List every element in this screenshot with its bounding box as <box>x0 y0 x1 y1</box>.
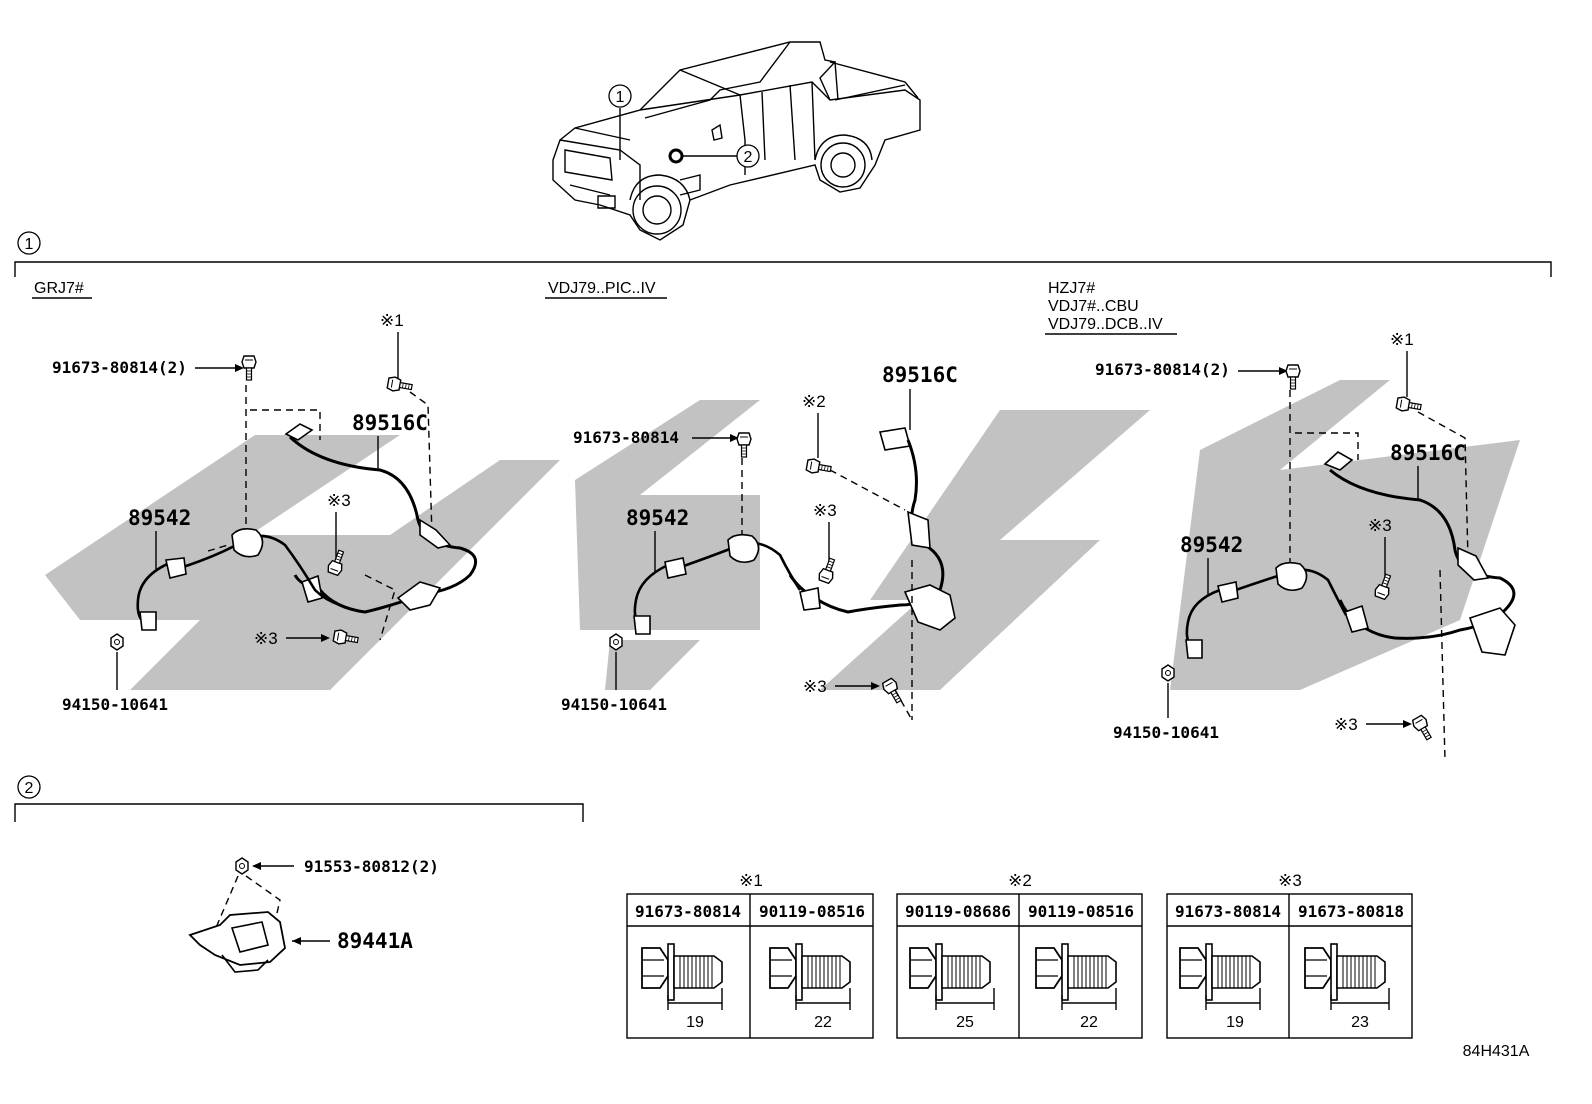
speed-sensor-cable <box>1329 468 1516 640</box>
watermark-logo <box>45 380 1520 690</box>
bolt-length: 19 <box>1226 1014 1244 1031</box>
part-label-clip: 91673-80814(2) <box>52 358 187 377</box>
bolt-2-icon <box>805 457 833 477</box>
bolt-length: 25 <box>956 1014 974 1031</box>
group-hzj7: HZJ7# VDJ7#..CBU VDJ79..DCB..IV 91673-80… <box>1045 280 1516 761</box>
section-2-header: 2 <box>14 775 584 822</box>
callout-2-vehicle: 2 <box>683 144 760 168</box>
note-mark-1: ※1 <box>380 311 404 330</box>
table-mark: ※1 <box>739 871 763 890</box>
bolt-length: 22 <box>1080 1014 1098 1031</box>
callout-1-vehicle: 1 <box>608 84 632 108</box>
variant-label: HZJ7# <box>1048 280 1095 297</box>
nut-icon <box>609 633 623 651</box>
part-label-bracket: 89441A <box>337 929 413 953</box>
part-label-nut: 94150-10641 <box>62 695 168 714</box>
group-section-2: 91553-80812(2) 89441A <box>188 857 439 973</box>
bolt-table-1: ※1 91673-80814 90119-08516 19 22 <box>626 871 874 1039</box>
part-label-clip: 91673-80814(2) <box>1095 360 1230 379</box>
part-label-sensor: 89516C <box>1390 441 1466 465</box>
svg-text:2: 2 <box>25 780 34 797</box>
clip-bolt-icon <box>1285 364 1301 390</box>
wire-harness <box>1229 568 1348 616</box>
note-mark-3b: ※3 <box>254 629 278 648</box>
group-grj7: GRJ7# 91673-80814(2) ※1 89516C ※3 89542 … <box>32 280 478 714</box>
note-mark-3b: ※3 <box>803 677 827 696</box>
part-label-wire: 89542 <box>128 506 191 530</box>
nut-icon <box>110 633 124 651</box>
variant-label: VDJ7#..CBU <box>1048 298 1139 315</box>
vehicle-illustration <box>552 41 921 241</box>
part-label-wire: 89542 <box>626 506 689 530</box>
bolt-3b-icon <box>1410 713 1436 743</box>
clip-bolt-icon <box>241 355 257 381</box>
table-part-number: 90119-08516 <box>1028 902 1134 921</box>
clip-bolt-icon <box>736 432 752 458</box>
svg-text:2: 2 <box>744 149 753 166</box>
svg-text:1: 1 <box>25 236 34 253</box>
nut-icon <box>1161 664 1175 682</box>
variant-label: VDJ79..DCB..IV <box>1048 316 1163 333</box>
table-mark: ※3 <box>1278 871 1302 890</box>
bolt-3a-icon <box>816 555 840 585</box>
variant-label: GRJ7# <box>34 280 84 297</box>
part-label-nut: 94150-10641 <box>1113 723 1219 742</box>
note-mark-3a: ※3 <box>1368 516 1392 535</box>
bolt-table-3: ※3 91673-80814 91673-80818 19 23 <box>1166 871 1413 1039</box>
group-vdj79-pic: VDJ79..PIC..IV 89516C ※2 91673-80814 ※3 … <box>545 280 958 721</box>
wire-harness <box>179 534 341 607</box>
bolt-1-icon <box>386 375 414 395</box>
bolt-length: 23 <box>1351 1014 1369 1031</box>
table-part-number: 91673-80814 <box>1175 902 1281 921</box>
bolt-table-2: ※2 90119-08686 90119-08516 25 22 <box>896 871 1143 1039</box>
part-label-sensor: 89516C <box>882 363 958 387</box>
note-mark-1: ※1 <box>1390 330 1414 349</box>
table-mark: ※2 <box>1008 871 1032 890</box>
table-part-number: 90119-08686 <box>905 902 1011 921</box>
svg-text:1: 1 <box>616 89 625 106</box>
variant-label: VDJ79..PIC..IV <box>548 280 656 297</box>
note-mark-2: ※2 <box>802 392 826 411</box>
bolt-length: 19 <box>686 1014 704 1031</box>
note-mark-3a: ※3 <box>327 491 351 510</box>
figure-code: 84H431A <box>1463 1043 1530 1060</box>
part-label-clip: 91673-80814 <box>573 428 679 447</box>
section-1-header: 1 <box>14 231 1552 277</box>
part-label-wire: 89542 <box>1180 533 1243 557</box>
table-part-number: 91673-80814 <box>635 902 741 921</box>
note-mark-3a: ※3 <box>813 501 837 520</box>
note-mark-3b: ※3 <box>1334 715 1358 734</box>
part-label-sensor: 89516C <box>352 411 428 435</box>
part-label-nut: 91553-80812(2) <box>304 857 439 876</box>
nut-icon <box>235 857 249 875</box>
table-part-number: 90119-08516 <box>759 902 865 921</box>
bolt-length: 22 <box>814 1014 832 1031</box>
bolt-1-icon <box>1395 395 1423 415</box>
table-part-number: 91673-80818 <box>1298 902 1404 921</box>
part-label-nut: 94150-10641 <box>561 695 667 714</box>
